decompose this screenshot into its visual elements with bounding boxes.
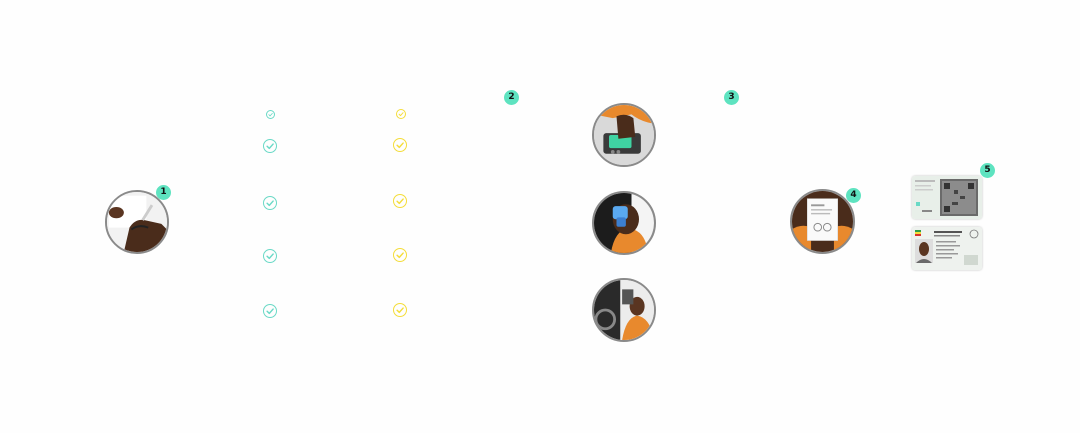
id-card-back-qr-icon — [912, 176, 982, 219]
checkmark-icon — [398, 112, 404, 117]
check-circle-icon — [393, 248, 407, 262]
id-card-back-qr — [912, 176, 982, 219]
step-3-badge: 3 — [724, 90, 739, 105]
checkmark-icon — [396, 307, 404, 314]
step-5-badge: 5 — [980, 163, 995, 178]
fingerprint-scanner-icon — [594, 105, 654, 165]
checkmark-icon — [268, 112, 273, 117]
check-circle-icon — [393, 303, 407, 317]
holding-document-icon — [792, 191, 853, 252]
checkmark-icon — [266, 308, 274, 315]
check-circle-icon — [263, 249, 277, 263]
check-circle-icon — [396, 109, 406, 119]
biometric-fingerprint-photo — [592, 103, 656, 167]
check-circle-icon — [266, 110, 275, 119]
checkmark-icon — [396, 142, 404, 149]
check-circle-icon — [393, 138, 407, 152]
step-4-badge: 4 — [846, 188, 861, 203]
id-card-front — [912, 227, 982, 270]
id-card-front-icon — [912, 227, 982, 270]
step-4-photo-document — [790, 189, 855, 254]
step-1-badge: 1 — [156, 185, 171, 200]
check-circle-icon — [263, 304, 277, 318]
checkmark-icon — [266, 200, 274, 207]
checkmark-icon — [396, 252, 404, 259]
face-camera-icon — [594, 280, 654, 340]
checkmark-icon — [266, 253, 274, 260]
check-circle-icon — [393, 194, 407, 208]
checkmark-icon — [266, 143, 274, 150]
checkmark-icon — [396, 198, 404, 205]
iris-scanner-icon — [594, 193, 654, 253]
check-circle-icon — [263, 139, 277, 153]
step-2-badge: 2 — [504, 90, 519, 105]
biometric-iris-photo — [592, 191, 656, 255]
check-circle-icon — [263, 196, 277, 210]
hand-signing-icon — [107, 192, 167, 252]
biometric-face-photo — [592, 278, 656, 342]
step-1-photo-signing — [105, 190, 169, 254]
